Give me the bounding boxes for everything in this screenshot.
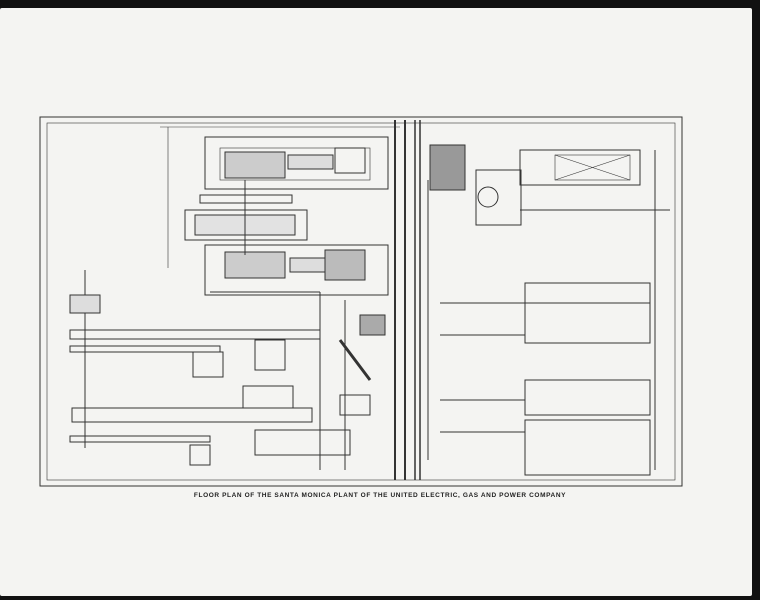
drawing-caption: FLOOR PLAN OF THE SANTA MONICA PLANT OF … <box>193 492 567 499</box>
boiler-room <box>419 120 670 480</box>
shafting-area <box>69 270 351 470</box>
paper-sheet <box>0 8 752 596</box>
engine-room <box>160 126 400 296</box>
pipe-trunk <box>338 120 466 480</box>
outer-border <box>39 116 683 487</box>
